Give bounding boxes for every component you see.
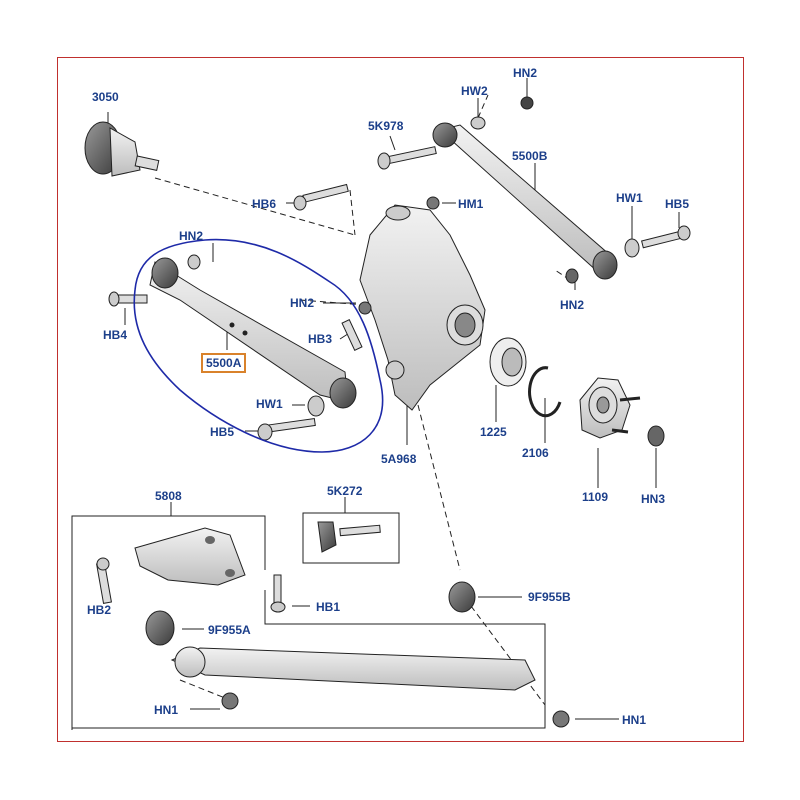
label-hn3: HN3 bbox=[641, 492, 666, 506]
driveshaft-3050 bbox=[84, 121, 160, 177]
label-hn2-left: HN2 bbox=[179, 229, 204, 243]
label-hb2: HB2 bbox=[87, 603, 112, 617]
lower-arm-5500A bbox=[108, 254, 357, 441]
upper-arm-5500B bbox=[432, 96, 691, 284]
leader-lines bbox=[102, 78, 680, 720]
label-hn1-left: HN1 bbox=[154, 703, 179, 717]
bolts-top bbox=[293, 146, 440, 211]
label-hm1: HM1 bbox=[458, 197, 484, 211]
label-hn2-right: HN2 bbox=[560, 298, 585, 312]
hub-assembly bbox=[489, 337, 665, 447]
label-hw2: HW2 bbox=[461, 84, 488, 98]
label-hn2-top: HN2 bbox=[513, 66, 538, 80]
label-hn2-mid: HN2 bbox=[290, 296, 315, 310]
label-5a968: 5A968 bbox=[381, 452, 417, 466]
label-9f955a: 9F955A bbox=[208, 623, 251, 637]
label-5500b: 5500B bbox=[512, 149, 548, 163]
label-hw1-left: HW1 bbox=[256, 397, 283, 411]
knuckle-5A968 bbox=[341, 204, 486, 411]
diagram-frame bbox=[57, 57, 744, 742]
label-hb1: HB1 bbox=[316, 600, 341, 614]
label-1225: 1225 bbox=[480, 425, 507, 439]
label-2106: 2106 bbox=[522, 446, 549, 460]
label-9f955b: 9F955B bbox=[528, 590, 571, 604]
label-hb6: HB6 bbox=[252, 197, 277, 211]
label-hw1-right: HW1 bbox=[616, 191, 643, 205]
label-hb5-left: HB5 bbox=[210, 425, 235, 439]
blue-freehand-outline bbox=[133, 238, 384, 453]
label-5808: 5808 bbox=[155, 489, 182, 503]
label-5k272: 5K272 bbox=[327, 484, 363, 498]
label-hb4: HB4 bbox=[103, 328, 128, 342]
label-5500a-highlighted: 5500A bbox=[200, 353, 247, 373]
label-3050: 3050 bbox=[92, 90, 119, 104]
label-5k978: 5K978 bbox=[368, 119, 404, 133]
lower-group bbox=[71, 512, 570, 730]
label-1109: 1109 bbox=[582, 490, 609, 504]
label-hb3: HB3 bbox=[308, 332, 333, 346]
label-hb5-right: HB5 bbox=[665, 197, 690, 211]
label-hn1-right: HN1 bbox=[622, 713, 647, 727]
